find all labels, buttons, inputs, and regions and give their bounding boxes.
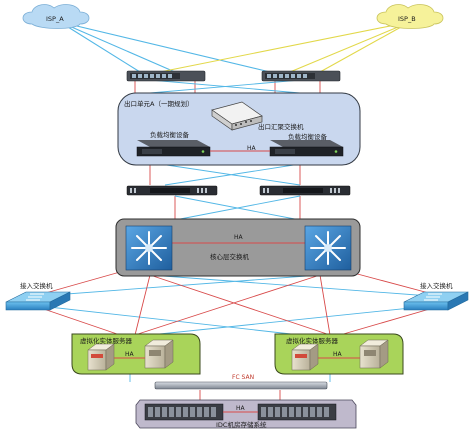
- core-switch-left: [125, 225, 173, 271]
- edge-router-left: [126, 70, 206, 82]
- isp-b-cloud: [376, 4, 444, 29]
- load-balancer-left-label: 负载均衡设备: [150, 131, 189, 139]
- egress-links: [149, 163, 301, 186]
- isp-a-cloud: [22, 4, 90, 29]
- isp-a-label: ISP_A: [46, 15, 64, 23]
- server-left-a: [87, 343, 115, 371]
- access-switch-right: [403, 291, 469, 311]
- firewall-left: [126, 185, 218, 196]
- isp-links: [59, 21, 411, 73]
- load-balancer-right-label: 负载均衡设备: [288, 133, 327, 141]
- server-left-b: [144, 339, 174, 369]
- core-switch-right: [304, 225, 352, 271]
- storage-array-left: [144, 403, 224, 421]
- server-right-ha-label: HA: [333, 351, 342, 358]
- load-balancer-right-device: [269, 140, 344, 157]
- server-left-ha-label: HA: [125, 351, 134, 358]
- egress-zone-label: 出口单元A（一期规划）: [124, 100, 194, 108]
- storage-array-right: [257, 403, 337, 421]
- core-zone: [115, 218, 361, 277]
- load-balancer-left-device: [136, 140, 211, 157]
- isp-b-label: ISP_B: [398, 15, 416, 23]
- core-links: [34, 271, 441, 336]
- san-bar: [154, 381, 328, 390]
- storage-zone-label: IDC机房存储系统: [216, 421, 267, 429]
- server-right-b: [359, 339, 389, 369]
- edge-router-right: [261, 70, 341, 82]
- core-ha-label: HA: [234, 234, 243, 241]
- server-zone-right-label: 虚拟化实体服务器: [286, 337, 338, 345]
- server-right-a: [291, 343, 319, 371]
- access-switch-left: [5, 291, 71, 311]
- firewall-links: [174, 195, 301, 221]
- core-zone-label: 核心层交换机: [210, 253, 249, 261]
- access-switch-left-label: 接入交换机: [20, 282, 53, 290]
- edge-links: [134, 79, 321, 94]
- egress-ha-label: HA: [247, 145, 256, 152]
- egress-switch-label: 出口汇聚交换机: [258, 123, 304, 131]
- storage-ha-label: HA: [236, 405, 245, 412]
- access-switch-right-label: 接入交换机: [420, 282, 453, 290]
- server-zone-left-label: 虚拟化实体服务器: [80, 337, 132, 345]
- san-label: FC SAN: [232, 374, 255, 381]
- egress-switch-device: [211, 101, 263, 131]
- firewall-right: [259, 185, 351, 196]
